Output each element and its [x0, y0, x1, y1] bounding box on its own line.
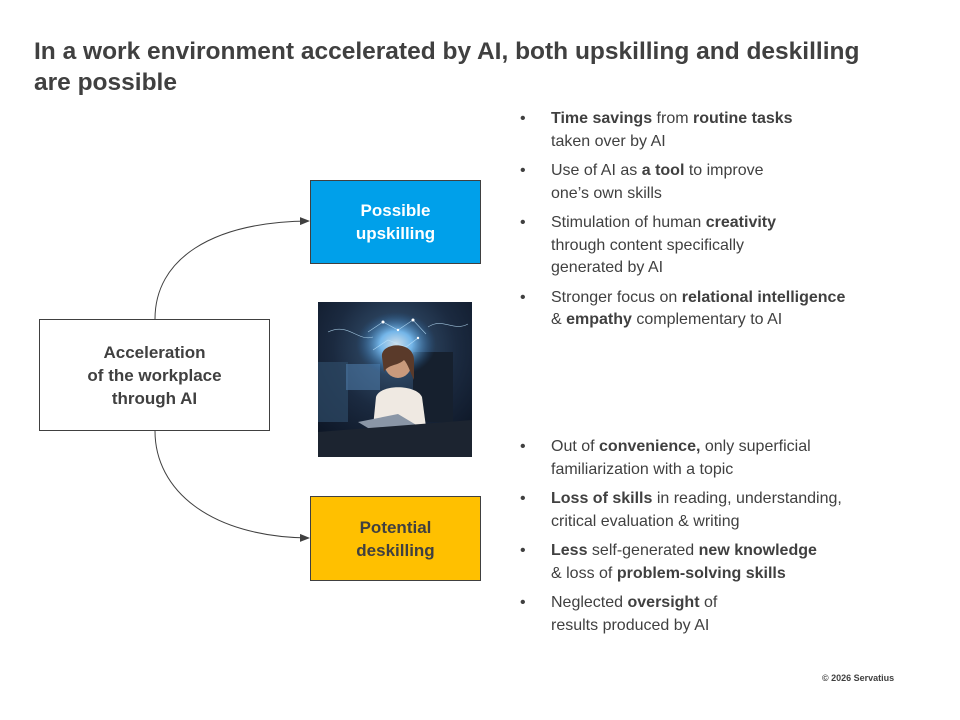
- deskilling-point-text: & loss of: [551, 564, 617, 582]
- upskilling-point-text: Use of AI as: [551, 162, 642, 179]
- upskilling-point: Time savings from routine tasks taken ove…: [518, 108, 918, 153]
- slide-title: In a work environment accelerated by AI,…: [34, 38, 860, 96]
- upskilling-label: Possible upskilling: [355, 201, 436, 243]
- upskilling-point-text: creativity: [705, 214, 777, 231]
- deskilling-point-text: Loss of skills: [551, 490, 653, 507]
- arrow-to-upskilling: [154, 217, 310, 320]
- upskilling-point-text: Stronger focus on: [551, 288, 682, 306]
- deskilling-points-list: Out of convenience, only superficialfami…: [518, 436, 918, 644]
- arrow-to-deskilling: [154, 430, 310, 542]
- deskilling-point-text: problem-solving skills: [616, 564, 786, 582]
- acceleration-label: Acceleration of the workplace through AI: [87, 342, 222, 408]
- deskilling-point-text: Out of: [551, 438, 600, 455]
- upskilling-point-text: taken over by AI: [551, 132, 666, 150]
- deskilling-point-text: convenience,: [599, 438, 701, 455]
- deskilling-point-text: self-generated: [587, 542, 699, 559]
- upskilling-point: Stronger focus on relational intelligenc…: [518, 287, 918, 332]
- deskilling-point: Loss of skills in reading, understanding…: [518, 488, 918, 533]
- upskilling-point-text: relational intelligence: [681, 288, 846, 306]
- upskilling-point-text: complementary to AI: [631, 311, 783, 328]
- deskilling-point-text: Neglected: [551, 594, 628, 611]
- upskilling-box: Possible upskilling: [310, 180, 481, 264]
- copyright-note: © 2026 Servatius: [822, 673, 895, 683]
- deskilling-box: Potential deskilling: [310, 496, 481, 581]
- upskilling-point-text: a tool: [641, 162, 685, 179]
- upskilling-point-text: &: [551, 311, 567, 328]
- deskilling-point-text: Less: [551, 542, 588, 559]
- upskilling-point: Stimulation of human creativity through c…: [518, 212, 918, 280]
- deskilling-point: Out of convenience, only superficialfami…: [518, 436, 918, 481]
- ai-worker-photo: [318, 302, 472, 457]
- upskilling-point-text: from: [652, 110, 693, 127]
- acceleration-box: Acceleration of the workplace through AI: [39, 319, 270, 431]
- upskilling-point-text: Stimulation of human: [551, 214, 706, 231]
- deskilling-point-text: new knowledge: [698, 542, 817, 559]
- deskilling-point-text: oversight: [627, 594, 700, 611]
- deskilling-point-text: in reading, understanding,critical evalu…: [551, 490, 842, 530]
- upskilling-point-text: routine tasks: [692, 110, 793, 127]
- deskilling-label: Potential deskilling: [356, 517, 435, 560]
- upskilling-point-text: Time savings: [551, 110, 653, 127]
- upskilling-point-text: empathy: [566, 311, 632, 328]
- deskilling-point: Less self-generated new knowledge & loss …: [518, 540, 918, 585]
- upskilling-points-list: Time savings from routine tasks taken ove…: [518, 108, 918, 339]
